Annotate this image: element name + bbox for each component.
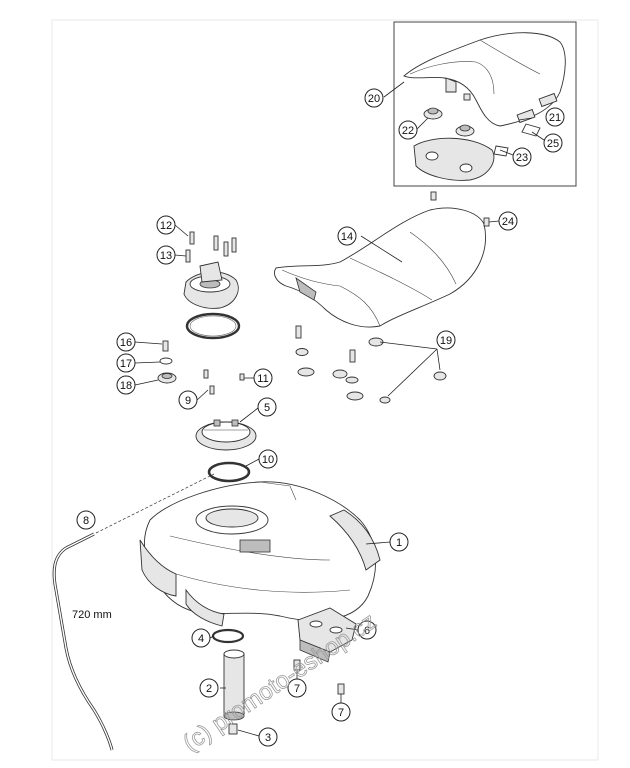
callout-12[interactable]: 12 [156, 215, 176, 235]
callout-2[interactable]: 2 [199, 678, 219, 698]
svg-text:13: 13 [160, 250, 172, 262]
svg-text:23: 23 [516, 152, 528, 164]
callout-17[interactable]: 17 [116, 353, 136, 373]
svg-text:4: 4 [198, 633, 204, 645]
callout-25[interactable]: 25 [543, 133, 563, 153]
svg-text:10: 10 [262, 454, 274, 466]
tank-bracket [297, 607, 357, 663]
callout-7-upper[interactable]: 7 [287, 678, 307, 698]
inset-bracket-plate [413, 137, 495, 181]
seat-mount-parts-19 [295, 325, 447, 404]
svg-text:17: 17 [120, 358, 132, 370]
callout-7-lower[interactable]: 7 [331, 702, 351, 722]
filler-cap-gasket-ring [185, 312, 241, 340]
callout-8[interactable]: 8 [76, 510, 96, 530]
callout-16[interactable]: 16 [116, 332, 136, 352]
callout-18[interactable]: 18 [116, 375, 136, 395]
diagram-frame [51, 19, 599, 761]
inset-clips [463, 92, 558, 157]
svg-text:19: 19 [440, 335, 452, 347]
callout-21[interactable]: 21 [545, 107, 565, 127]
callout-14[interactable]: 14 [337, 226, 357, 246]
screw-washer-buffer-16-18 [157, 340, 177, 384]
pillion-seat-cover [403, 32, 566, 127]
svg-text:7: 7 [338, 707, 344, 719]
svg-text:5: 5 [264, 402, 270, 414]
svg-text:21: 21 [549, 112, 561, 124]
hose-routing-dashed-line [95, 473, 215, 534]
inset-rubber-buffer-22 [423, 107, 475, 137]
callout-6[interactable]: 6 [357, 620, 377, 640]
fuel-hose-8 [52, 532, 114, 751]
callout-4[interactable]: 4 [191, 628, 211, 648]
svg-text:11: 11 [257, 373, 268, 385]
callout-13[interactable]: 13 [156, 245, 176, 265]
svg-text:8: 8 [83, 515, 89, 527]
fuel-tube-2 [223, 649, 245, 721]
svg-text:18: 18 [120, 380, 132, 392]
callout-5[interactable]: 5 [257, 397, 277, 417]
rider-seat [274, 207, 486, 328]
callout-23[interactable]: 23 [512, 147, 532, 167]
callout-1[interactable]: 1 [389, 532, 409, 552]
leader-lines [134, 81, 545, 737]
callout-11[interactable]: 11 [253, 368, 273, 388]
callout-20[interactable]: 20 [364, 88, 384, 108]
svg-text:22: 22 [402, 125, 414, 137]
fuel-tank [139, 481, 381, 627]
svg-text:16: 16 [120, 337, 132, 349]
svg-text:24: 24 [502, 216, 514, 228]
callout-9[interactable]: 9 [178, 390, 198, 410]
hose-length-label: 720 mm [72, 609, 112, 621]
fitting-3 [228, 723, 238, 735]
cap-screws-12 [185, 231, 237, 263]
svg-text:7: 7 [294, 683, 300, 695]
callout-3[interactable]: 3 [258, 727, 278, 747]
pump-gasket-ring [207, 461, 251, 483]
svg-text:1: 1 [396, 537, 402, 549]
callout-22[interactable]: 22 [398, 120, 418, 140]
svg-text:14: 14 [341, 231, 353, 243]
callout-24[interactable]: 24 [498, 211, 518, 231]
svg-text:20: 20 [368, 93, 380, 105]
callout-10[interactable]: 10 [258, 449, 278, 469]
svg-text:6: 6 [364, 625, 370, 637]
svg-text:3: 3 [265, 732, 271, 744]
filler-cap [183, 261, 239, 309]
svg-text:25: 25 [547, 138, 559, 150]
svg-text:12: 12 [160, 220, 172, 232]
fuel-pump-flange [195, 419, 257, 451]
gasket-4 [211, 628, 245, 644]
small-screws-9-11 [203, 369, 245, 395]
svg-text:2: 2 [206, 683, 212, 695]
callout-19[interactable]: 19 [436, 330, 456, 350]
svg-text:9: 9 [185, 395, 191, 407]
